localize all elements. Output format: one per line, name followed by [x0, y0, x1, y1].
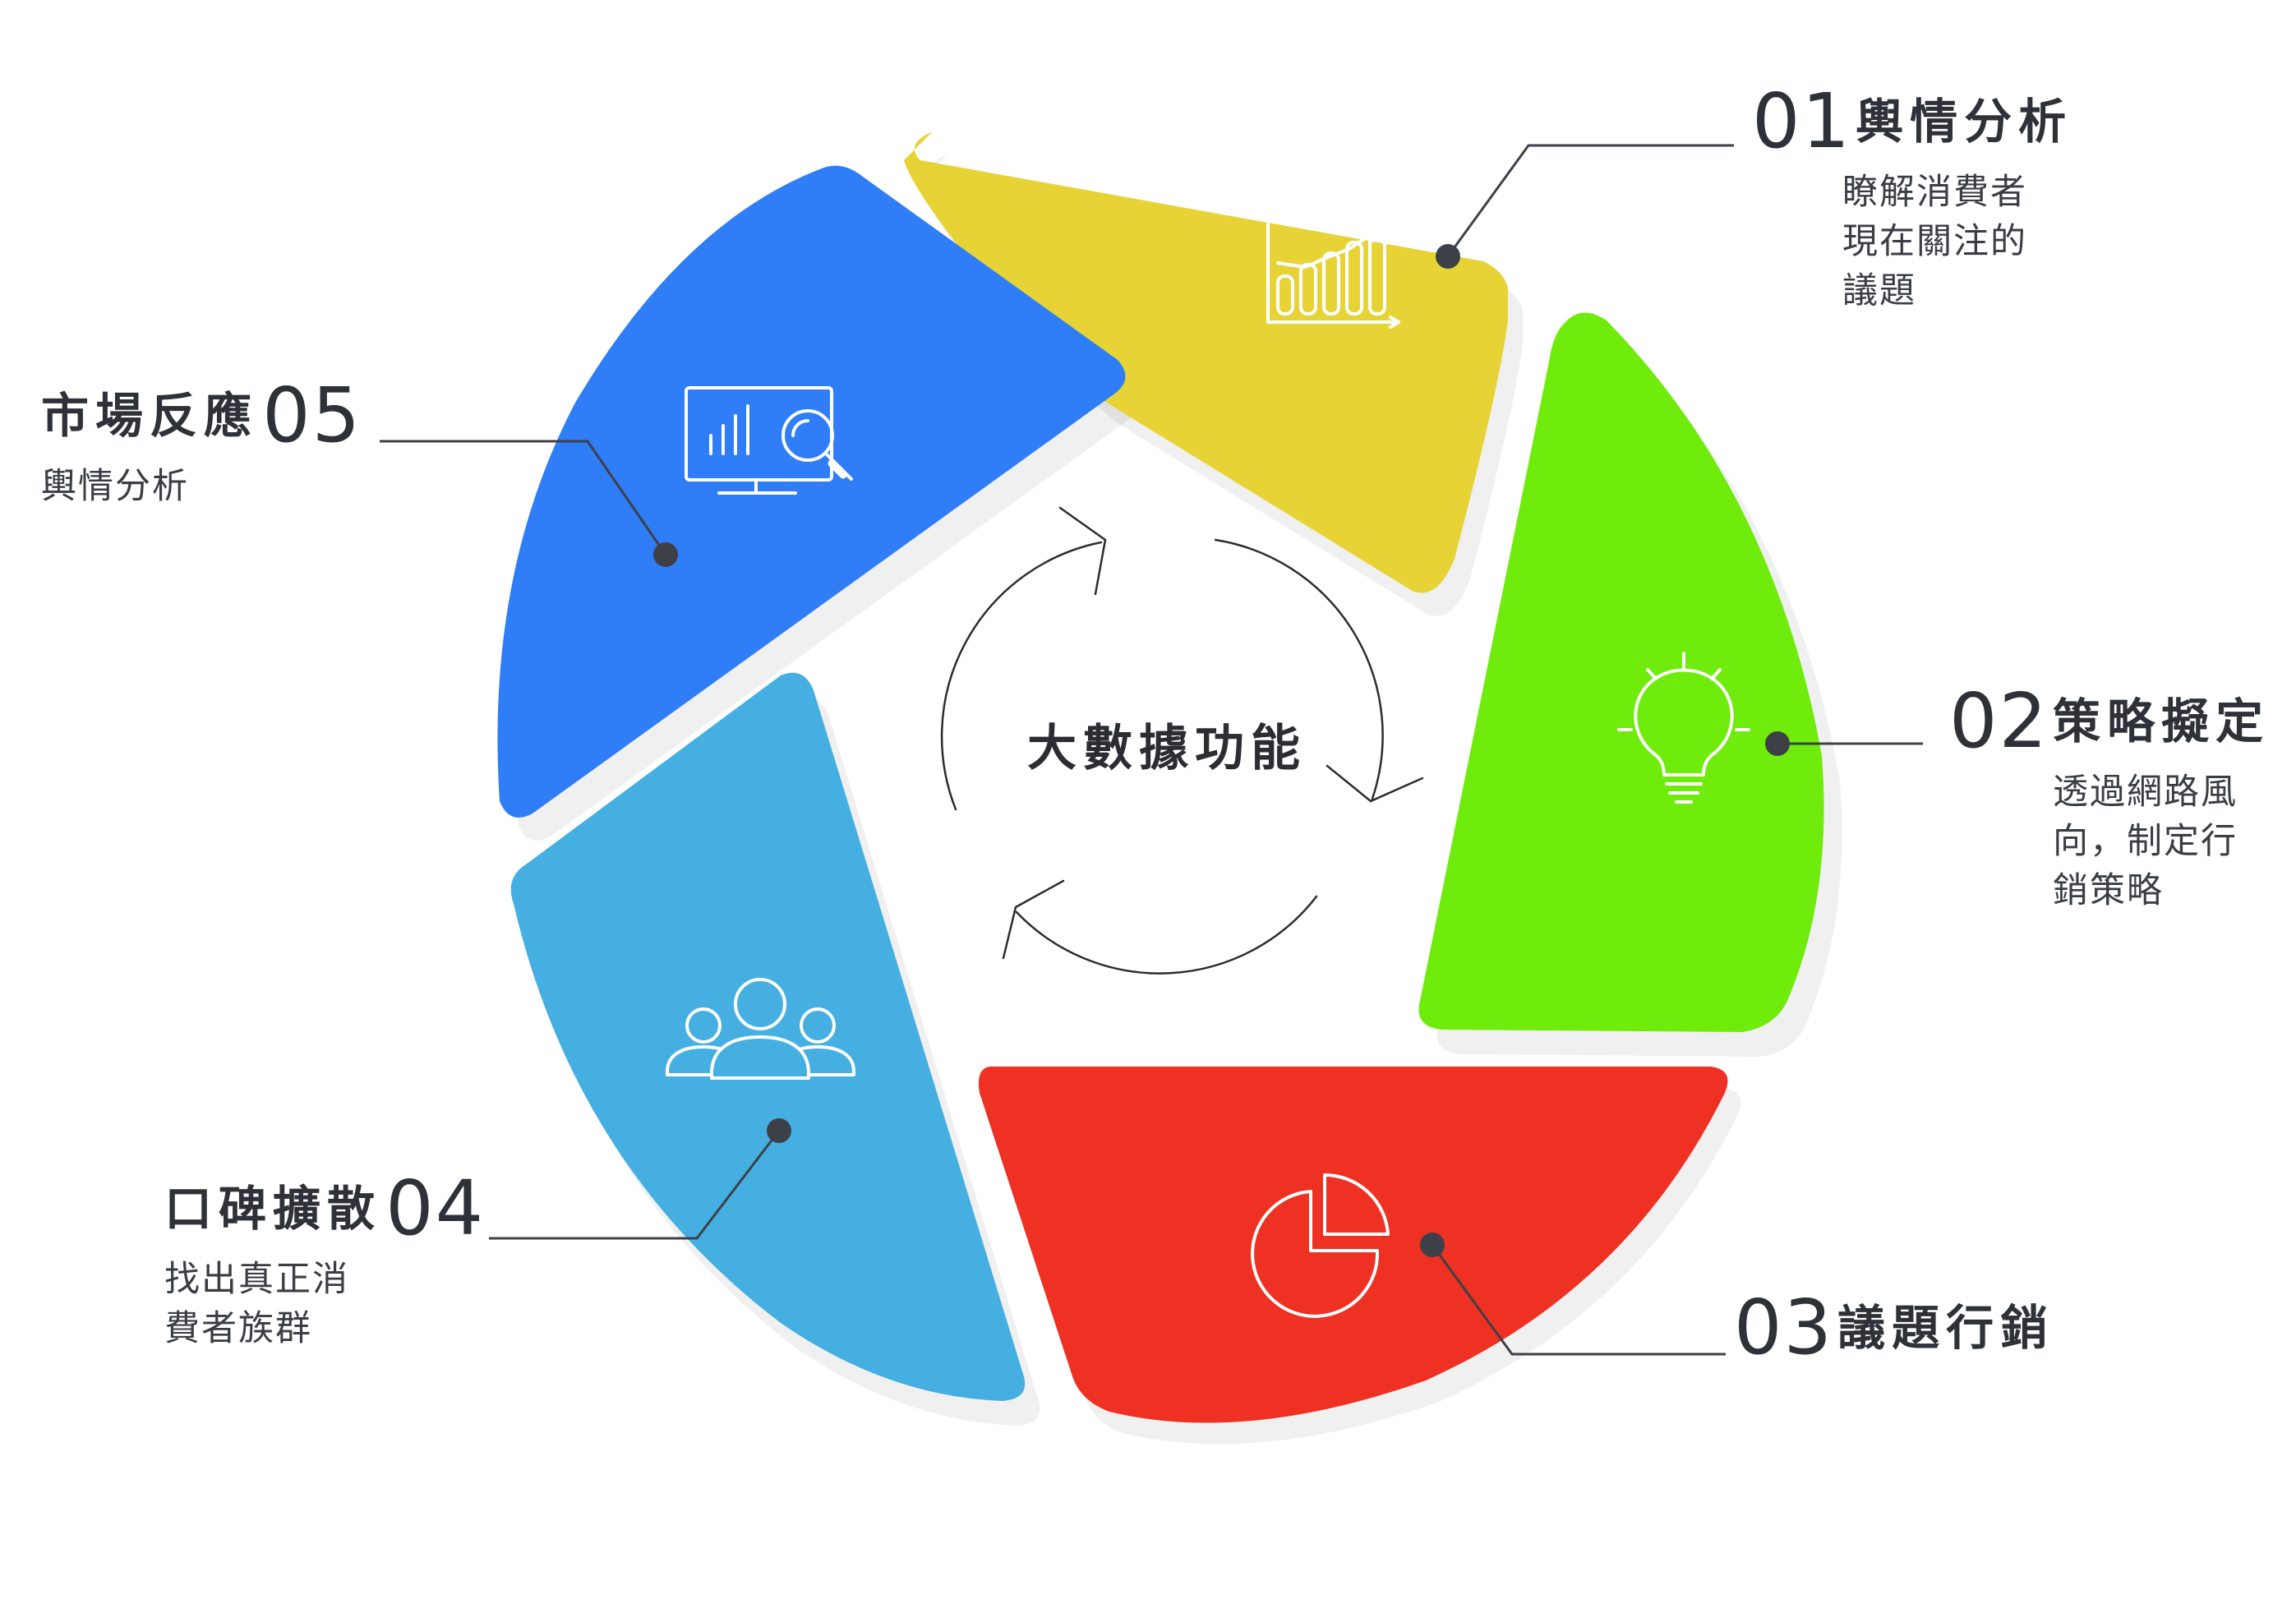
pie-chart-icon	[1251, 1173, 1390, 1318]
segment-02-desc-line: 透過網路風	[2053, 772, 2238, 813]
segment-04-title: 口碑擴散	[164, 1181, 382, 1237]
icons	[666, 209, 1750, 1318]
segment-01-desc-line: 現在關注的	[1842, 221, 2027, 262]
segment-02-desc-line: 銷策略	[2053, 870, 2164, 911]
cycle-arrowhead-bottom	[1002, 879, 1065, 960]
leader-lines	[380, 144, 1923, 1356]
segment-05	[497, 165, 1126, 818]
segment-03-leader-line	[1431, 1244, 1726, 1356]
segment-01-description: 瞭解消費者 現在關注的 議題	[1842, 168, 2072, 316]
segment-02	[1418, 312, 1824, 1032]
cycle-arrow-top-left	[940, 541, 1103, 811]
segment-02-title: 策略擬定	[2053, 694, 2271, 749]
cycle-arrowhead-right	[1326, 764, 1424, 803]
segment-04-description: 找出真正消 費者族群	[164, 1255, 485, 1353]
segment-01-desc-line: 瞭解消費者	[1842, 172, 2027, 213]
segment-01	[904, 131, 1508, 593]
segment-01-leader-line	[1446, 144, 1734, 257]
segment-04-label: 口碑擴散 04 找出真正消 費者族群	[164, 1171, 485, 1353]
cycle-arrow-bottom	[1015, 895, 1318, 975]
segment-02-leader-dot	[1765, 731, 1790, 756]
segment-01-label: 01 輿情分析 瞭解消費者 現在關注的 議題	[1752, 84, 2072, 316]
segment-03-label: 03 議題行銷	[1734, 1290, 2054, 1366]
segment-03-title: 議題行銷	[1837, 1300, 2055, 1356]
segment-02-description: 透過網路風 向，制定行 銷策略	[2053, 767, 2270, 915]
monitor-analytics-icon	[685, 386, 853, 495]
segment-01-number: 01	[1752, 77, 1852, 165]
segment-05-description: 輿情分析	[41, 462, 362, 511]
segment-03	[978, 1067, 1728, 1423]
segment-04-desc-line: 費者族群	[164, 1308, 312, 1349]
segment-05-title: 市場反應	[41, 388, 259, 444]
segment-04-leader-line	[489, 1130, 781, 1240]
segment-04-number: 04	[385, 1164, 486, 1252]
segment-05-desc-line: 輿情分析	[41, 466, 189, 507]
cycle-arrow-right	[1214, 538, 1384, 800]
segment-05-leader-line	[380, 440, 667, 555]
segment-04-desc-line: 找出真正消	[164, 1259, 349, 1300]
segment-03-number: 03	[1734, 1283, 1834, 1371]
lightbulb-icon	[1617, 652, 1750, 804]
segment-01-leader-dot	[1436, 244, 1460, 269]
segment-01-title: 輿情分析	[1856, 94, 2073, 150]
center-title: 大數據功能	[1027, 720, 1307, 777]
segment-05-number: 05	[262, 371, 362, 459]
segments	[497, 131, 1824, 1423]
bar-chart-growth-icon	[1261, 209, 1400, 329]
segment-03-leader-dot	[1420, 1233, 1445, 1257]
segment-02-label: 02 策略擬定 透過網路風 向，制定行 銷策略	[1949, 684, 2270, 915]
center-cycle-arrows	[940, 506, 1424, 975]
segment-05-leader-dot	[653, 542, 678, 567]
segment-01-desc-line: 議題	[1842, 270, 1916, 311]
segment-02-desc-line: 向，制定行	[2053, 821, 2238, 862]
segment-02-number: 02	[1949, 677, 2049, 765]
people-group-icon	[666, 978, 855, 1080]
cycle-arrowhead-top-left	[1058, 506, 1107, 596]
segment-04-leader-dot	[767, 1118, 791, 1143]
segment-05-label: 市場反應 05 輿情分析	[41, 378, 362, 511]
